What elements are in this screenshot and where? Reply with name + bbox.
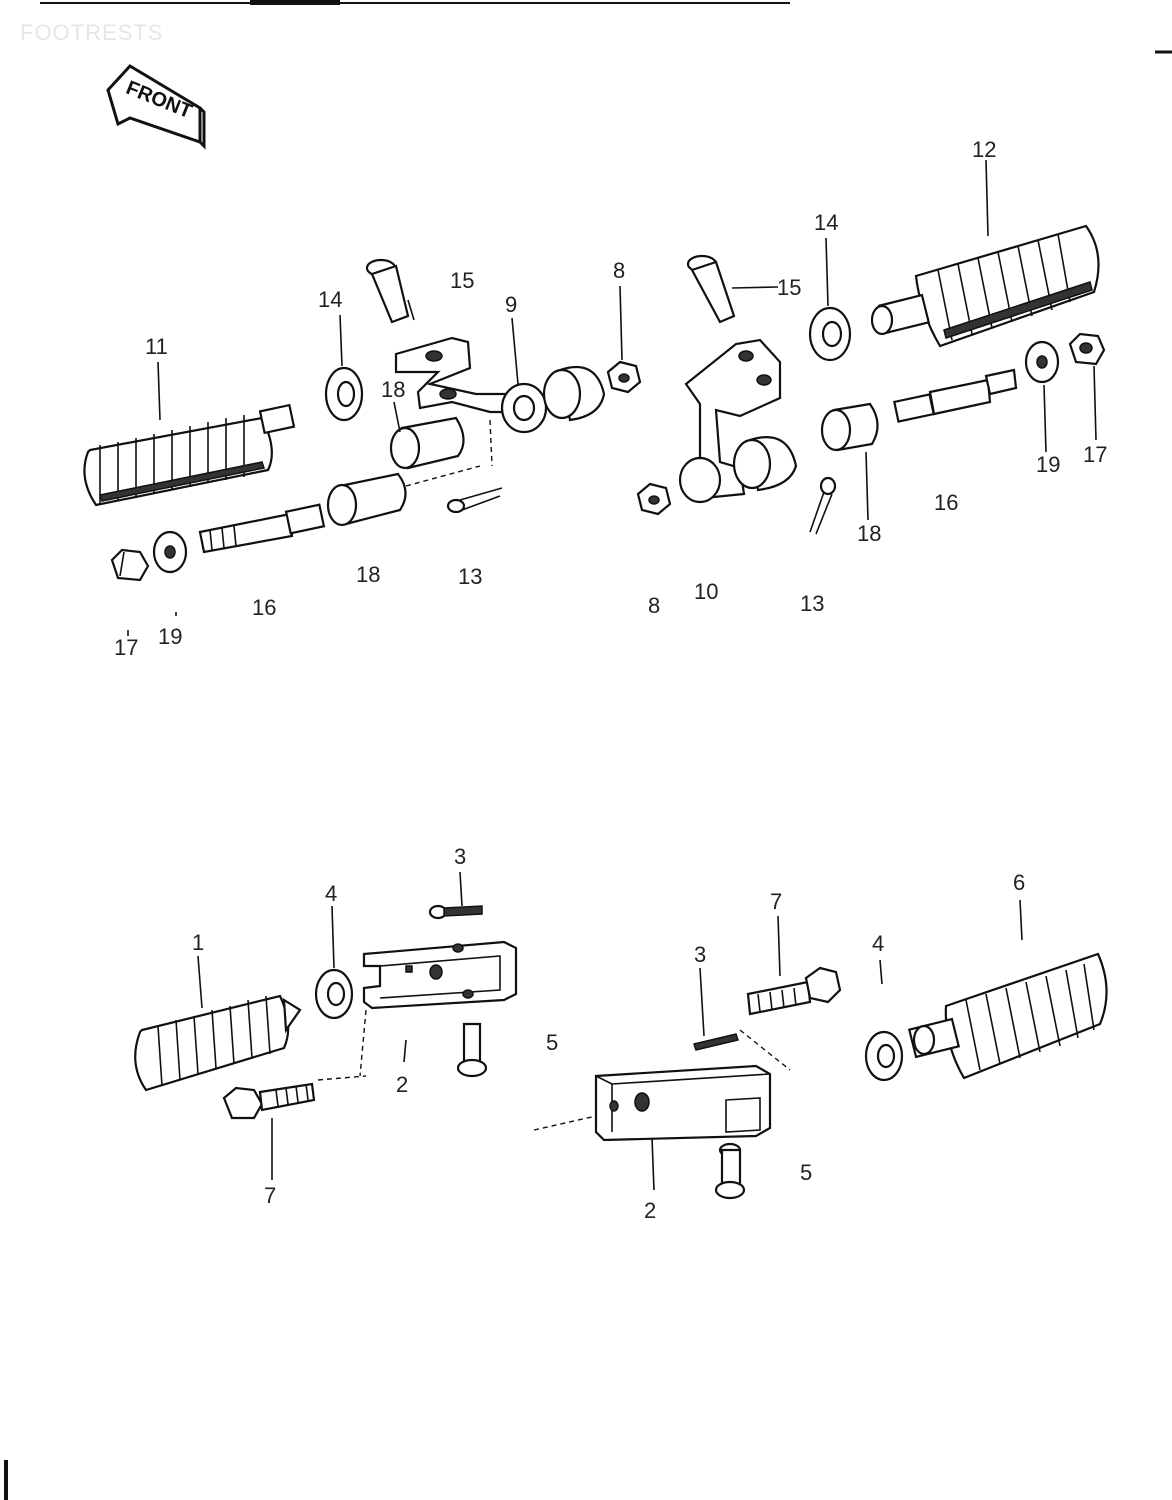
callout-2-right: 2 [644, 1198, 656, 1223]
pin-5-right [714, 1142, 746, 1200]
header-rule [4, 0, 1172, 1500]
callout-14-right: 14 [814, 210, 838, 235]
washer-14-right [808, 306, 852, 362]
callout-14-left: 14 [318, 287, 342, 312]
callout-6: 6 [1013, 870, 1025, 895]
bushing-18-right [820, 402, 879, 452]
callout-9: 9 [505, 292, 517, 317]
callout-17-left: 17 [114, 635, 138, 660]
washer-19-right [1024, 340, 1060, 384]
bracket-10 [678, 338, 798, 504]
callout-16-right: 16 [934, 490, 958, 515]
pin-5-left [456, 1022, 488, 1078]
callout-7-left: 7 [264, 1183, 276, 1208]
callout-19-left: 19 [158, 624, 182, 649]
bracket-2-left [362, 940, 518, 1010]
alignment-line-lower-vert [359, 1009, 367, 1077]
callout-5-left: 5 [546, 1030, 558, 1055]
callout-3-left: 3 [454, 844, 466, 869]
footpeg-rubber-12 [870, 224, 1100, 348]
callout-4-left: 4 [325, 881, 337, 906]
callout-1: 1 [192, 930, 204, 955]
bolt-7-left [222, 1082, 316, 1120]
footpeg-rubber-6 [907, 952, 1108, 1080]
callout-3-right: 3 [694, 942, 706, 967]
pin-15-right [686, 254, 736, 324]
callout-17-right: 17 [1083, 442, 1107, 467]
bolt-7-right [746, 966, 842, 1016]
callout-19-right: 19 [1036, 452, 1060, 477]
page-title: FOOTRESTS [20, 20, 163, 45]
cotter-pin-3-left [428, 904, 483, 920]
bracket-9 [394, 336, 606, 434]
alignment-line-left [405, 465, 481, 487]
cap-nut-17-left [110, 548, 150, 582]
front-arrow-icon: FRONT [106, 64, 206, 150]
nut-8-lower [636, 482, 672, 516]
callout-labels: 11 14 15 9 8 15 14 12 18 16 17 19 18 13 … [114, 137, 1107, 1223]
pin-15-left [365, 258, 410, 324]
washer-4-left [314, 968, 354, 1020]
cap-nut-17-right [1068, 332, 1106, 366]
leader-lines-upper [127, 159, 1097, 636]
callout-18-right: 18 [857, 521, 881, 546]
leader-lines-lower [197, 871, 1023, 1191]
callout-10: 10 [694, 579, 718, 604]
callout-7-right: 7 [770, 889, 782, 914]
washer-14-left [324, 366, 364, 422]
callout-4-right: 4 [872, 931, 884, 956]
bushing-18-left-lower [326, 472, 407, 527]
callout-11: 11 [145, 334, 168, 359]
pivot-shaft-16-right [893, 368, 1018, 423]
callout-15-left: 15 [450, 268, 474, 293]
callout-2-left: 2 [396, 1072, 408, 1097]
footpeg-rubber-11 [83, 403, 296, 507]
callout-8-lower: 8 [648, 593, 660, 618]
pivot-shaft-16-left [198, 503, 326, 554]
callout-13-left: 13 [458, 564, 482, 589]
callout-8-upper: 8 [613, 258, 625, 283]
nut-8-upper [606, 360, 642, 394]
callout-5-right: 5 [800, 1160, 812, 1185]
washer-4-right [864, 1030, 904, 1082]
bushing-18-left-upper [389, 416, 465, 470]
washer-19-left [152, 530, 188, 574]
cotter-pin-13-right [809, 476, 837, 535]
footpeg-rubber-1 [134, 994, 302, 1092]
callout-16-left: 16 [252, 595, 276, 620]
bracket-2-right [594, 1064, 772, 1142]
callout-12: 12 [972, 137, 996, 162]
callout-18-left-lower: 18 [356, 562, 380, 587]
cotter-pin-3-right [693, 1033, 739, 1051]
callout-13-right: 13 [800, 591, 824, 616]
alignment-line-lower-horiz [317, 1075, 367, 1081]
alignment-line-right-diag [739, 1029, 791, 1071]
callout-18-left-upper: 18 [381, 377, 405, 402]
alignment-line-right-horiz [533, 1115, 597, 1131]
cotter-pin-13-left [446, 487, 503, 514]
callout-15-right: 15 [777, 275, 801, 300]
alignment-line-left-vert [489, 419, 493, 467]
